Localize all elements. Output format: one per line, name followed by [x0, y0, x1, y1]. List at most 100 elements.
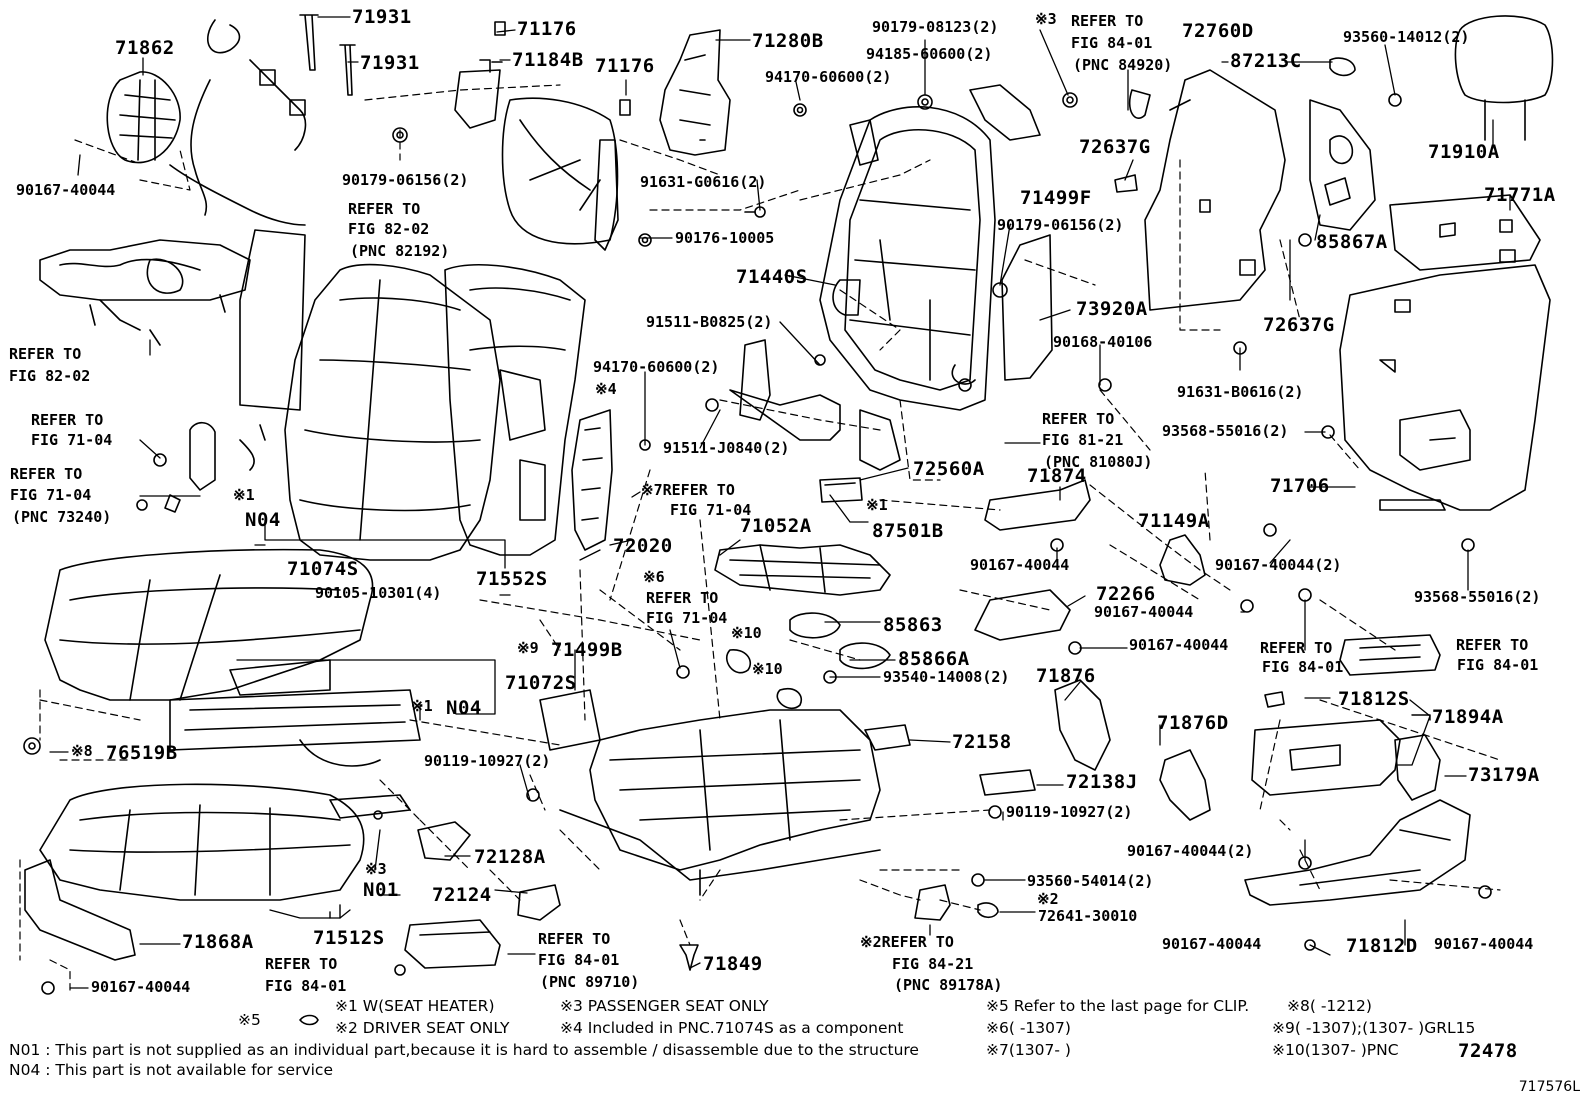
- label-brackets: [329, 714, 1431, 919]
- part-label: 90167-40044: [91, 978, 191, 996]
- footnote: ※7(1307- ): [986, 1041, 1071, 1059]
- part-label: 71876D: [1157, 712, 1229, 734]
- part-label: 72760D: [1182, 20, 1254, 42]
- part-label: 71706: [1270, 475, 1330, 497]
- part-label: 90176-10005: [675, 229, 775, 247]
- part-label: ※1: [866, 496, 888, 514]
- part-label: 73920A: [1076, 298, 1148, 320]
- part-label: FIG 71-04: [10, 486, 92, 504]
- part-label: 71176: [517, 18, 577, 40]
- part-label: FIG 71-04: [31, 431, 113, 449]
- part-label: 91631-G0616(2): [640, 173, 767, 191]
- part-label: 90167-40044: [16, 181, 116, 199]
- part-label: REFER TO: [1042, 410, 1115, 428]
- part-label: 90105-10301(4): [315, 584, 442, 602]
- part-label: REFER TO: [1456, 636, 1529, 654]
- part-label: (PNC 82192): [350, 242, 450, 260]
- part-label: FIG 71-04: [670, 501, 752, 519]
- part-label: FIG 84-01: [538, 951, 620, 969]
- part-label: 71074S: [287, 558, 359, 580]
- part-label: REFER TO: [1260, 639, 1333, 657]
- part-label: ※4: [595, 380, 617, 398]
- part-label: 71874: [1027, 465, 1087, 487]
- part-label: 93560-54014(2): [1027, 872, 1154, 890]
- part-label: FIG 81-21: [1042, 431, 1124, 449]
- part-label: 72128A: [474, 846, 546, 868]
- part-label: 91631-B0616(2): [1177, 383, 1304, 401]
- part-label: ※1: [411, 697, 433, 715]
- part-label: N04: [446, 697, 482, 719]
- part-label: ※6: [643, 568, 665, 586]
- part-label: 71499F: [1020, 187, 1092, 209]
- part-label: 94170-60600(2): [593, 358, 720, 376]
- part-label: REFER TO: [538, 930, 611, 948]
- part-label: REFER TO: [31, 411, 104, 429]
- footnote: ※3 PASSENGER SEAT ONLY: [560, 997, 769, 1015]
- part-label: FIG 84-01: [265, 977, 347, 995]
- part-label: 85863: [883, 614, 943, 636]
- part-label: FIG 84-01: [1071, 34, 1153, 52]
- part-label: 90167-40044(2): [1215, 556, 1342, 574]
- footnote: N01 : This part is not supplied as an in…: [9, 1041, 919, 1059]
- footnote: ※2 DRIVER SEAT ONLY: [335, 1019, 510, 1037]
- footnote: ※5: [238, 1011, 261, 1029]
- footnote: ※5 Refer to the last page for CLIP.: [986, 997, 1250, 1015]
- part-label: 71910A: [1428, 141, 1500, 163]
- part-label: 71812S: [1338, 688, 1410, 710]
- part-label: 90167-40044(2): [1127, 842, 1254, 860]
- part-label: 72641-30010: [1038, 907, 1138, 925]
- part-label: 93568-55016(2): [1414, 588, 1541, 606]
- part-label: ※10: [752, 660, 783, 678]
- part-label: 72637G: [1079, 136, 1151, 158]
- part-label: 90119-10927(2): [424, 752, 551, 770]
- part-label: FIG 82-02: [348, 220, 430, 238]
- part-label: 71552S: [476, 568, 548, 590]
- footnote: ※1 W(SEAT HEATER): [335, 997, 495, 1015]
- part-label: 71894A: [1432, 706, 1504, 728]
- part-label: (PNC 81080J): [1044, 453, 1153, 471]
- dashed-reference-lines: [19, 84, 1501, 991]
- part-label: 72266: [1096, 583, 1156, 605]
- part-label: 90167-40044: [1434, 935, 1534, 953]
- part-label: 71072S: [505, 672, 577, 694]
- part-label: 94185-60600(2): [866, 45, 993, 63]
- part-label: 93568-55016(2): [1162, 422, 1289, 440]
- part-label: 91511-B0825(2): [646, 313, 773, 331]
- part-label: REFER TO: [646, 589, 719, 607]
- part-label: 71280B: [752, 30, 824, 52]
- part-label: 72020: [613, 535, 673, 557]
- leader-lines: [49, 16, 1511, 989]
- footnote: ※4 Included in PNC.71074S as a component: [560, 1019, 904, 1037]
- part-label: 71440S: [736, 266, 808, 288]
- part-label: FIG 84-21: [892, 955, 974, 973]
- part-label: 71176: [595, 55, 655, 77]
- part-label: ※8: [71, 742, 93, 760]
- part-label: N01: [363, 879, 399, 901]
- part-label: 90179-08123(2): [872, 18, 999, 36]
- part-label: FIG 84-01: [1262, 658, 1344, 676]
- part-label: 71771A: [1484, 184, 1556, 206]
- part-label: 72138J: [1066, 771, 1138, 793]
- diagram-code: 717576L: [1518, 1079, 1580, 1095]
- part-label: 90167-40044: [1094, 603, 1194, 621]
- part-label: FIG 71-04: [646, 609, 728, 627]
- part-label: 90167-40044: [1162, 935, 1262, 953]
- part-label: 71876: [1036, 665, 1096, 687]
- part-label: 71149A: [1138, 510, 1210, 532]
- part-label: 93540-14008(2): [883, 668, 1010, 686]
- part-label: 71849: [703, 953, 763, 975]
- footer-pnc-number: 72478: [1458, 1040, 1518, 1062]
- part-label: (PNC 89710): [540, 973, 640, 991]
- part-label: 90168-40106: [1053, 333, 1153, 351]
- part-label: 71184B: [512, 49, 584, 71]
- part-label: 71868A: [182, 931, 254, 953]
- part-label: ※2REFER TO: [860, 933, 954, 951]
- part-label: ※1: [233, 486, 255, 504]
- part-label: (PNC 73240): [12, 508, 112, 526]
- part-label: 71052A: [740, 515, 812, 537]
- part-label: 91511-J0840(2): [663, 439, 790, 457]
- part-label: REFER TO: [9, 345, 82, 363]
- part-label: 72158: [952, 731, 1012, 753]
- part-label: (PNC 84920): [1073, 56, 1173, 74]
- part-label: 71812D: [1346, 935, 1418, 957]
